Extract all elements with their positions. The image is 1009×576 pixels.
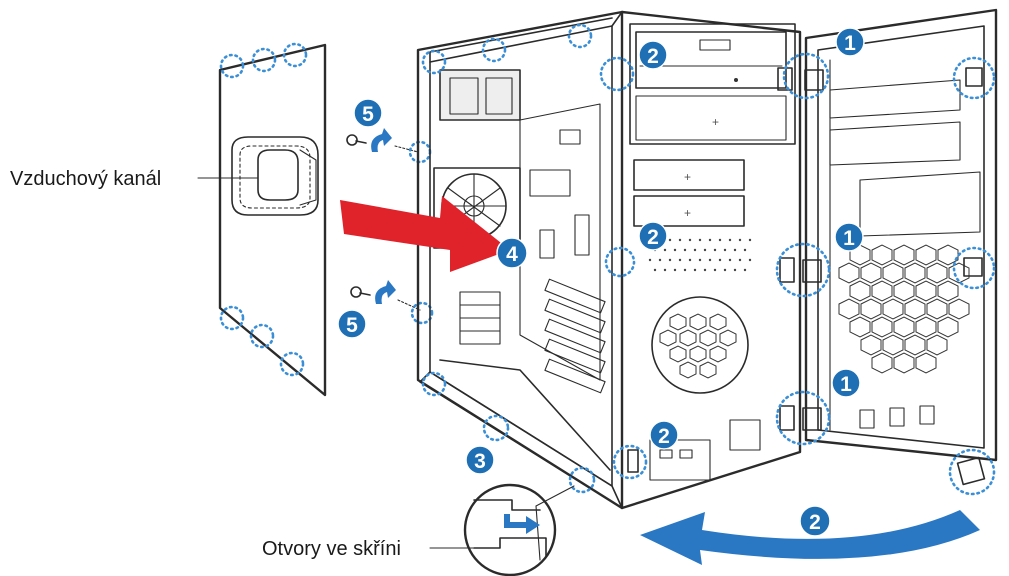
step-badge-2-bottom: 2 <box>649 420 679 450</box>
svg-text:5: 5 <box>362 103 374 126</box>
svg-text:1: 1 <box>840 373 852 396</box>
chassis: + + + <box>416 10 802 510</box>
screw-icon <box>350 286 371 298</box>
step-badge-1-middle: 1 <box>834 222 864 252</box>
panel-tab-highlight <box>775 390 831 446</box>
chassis-slot-highlight <box>421 371 447 397</box>
air-duct-panel <box>218 42 327 397</box>
panel-clip-highlight <box>249 323 275 349</box>
panel-clip-highlight <box>282 42 308 68</box>
step-badge-2-swing: 2 <box>799 505 831 537</box>
step-badge-2-bay: 2 <box>638 40 668 70</box>
panel-clip-highlight <box>219 305 245 331</box>
step-badge-1-top: 1 <box>835 27 865 57</box>
chassis-clip-highlight <box>604 246 636 278</box>
svg-text:+: + <box>712 115 719 129</box>
svg-text:+: + <box>684 206 691 220</box>
chassis-slot-highlight <box>568 466 596 494</box>
panel-tab-highlight <box>948 448 996 496</box>
panel-tab-highlight <box>782 52 830 100</box>
screw-hole-highlight <box>410 301 434 325</box>
rotate-arrow-icon <box>371 128 392 152</box>
step-badge-2-middle: 2 <box>638 221 668 251</box>
chassis-clip-highlight <box>599 56 635 92</box>
chassis-clip-highlight <box>421 49 447 75</box>
svg-text:4: 4 <box>506 243 518 266</box>
panel-tab-highlight <box>952 56 996 100</box>
svg-text:2: 2 <box>647 226 659 249</box>
panel-clip-highlight <box>219 53 245 79</box>
svg-text:1: 1 <box>844 32 856 55</box>
step-badge-4: 4 <box>496 237 528 269</box>
screw-hole-highlight <box>408 140 432 164</box>
svg-text:2: 2 <box>647 45 659 68</box>
chassis-clip-highlight <box>567 23 593 49</box>
svg-text:3: 3 <box>474 450 486 473</box>
front-fan-grille <box>651 296 749 394</box>
step-badge-1-bottom: 1 <box>831 368 861 398</box>
air-duct-label: Vzduchový kanál <box>10 168 161 190</box>
svg-text:+: + <box>684 170 691 184</box>
insert-arrow-icon <box>340 196 510 272</box>
front-panel <box>804 8 998 462</box>
chassis-holes-label: Otvory ve skříni <box>262 538 401 560</box>
panel-tab-highlight <box>952 246 996 290</box>
step-badge-3: 3 <box>465 445 495 475</box>
svg-text:5: 5 <box>346 314 358 337</box>
panel-tab-highlight <box>775 242 831 298</box>
step-badge-5-bottom: 5 <box>337 309 367 339</box>
detail-arrow-icon <box>504 514 540 534</box>
chassis-clip-highlight <box>481 37 507 63</box>
chassis-slot-highlight <box>482 414 510 442</box>
svg-text:2: 2 <box>809 511 821 534</box>
swing-arrow-icon <box>640 510 980 565</box>
chassis-clip-highlight <box>612 444 648 480</box>
svg-text:1: 1 <box>843 227 855 250</box>
screw-icon <box>346 134 367 146</box>
rotate-arrow-icon <box>375 280 396 304</box>
panel-clip-highlight <box>279 351 305 377</box>
chassis-holes-detail <box>463 483 575 576</box>
panel-clip-highlight <box>251 47 277 73</box>
svg-text:2: 2 <box>658 425 670 448</box>
step-badge-5-top: 5 <box>353 98 383 128</box>
